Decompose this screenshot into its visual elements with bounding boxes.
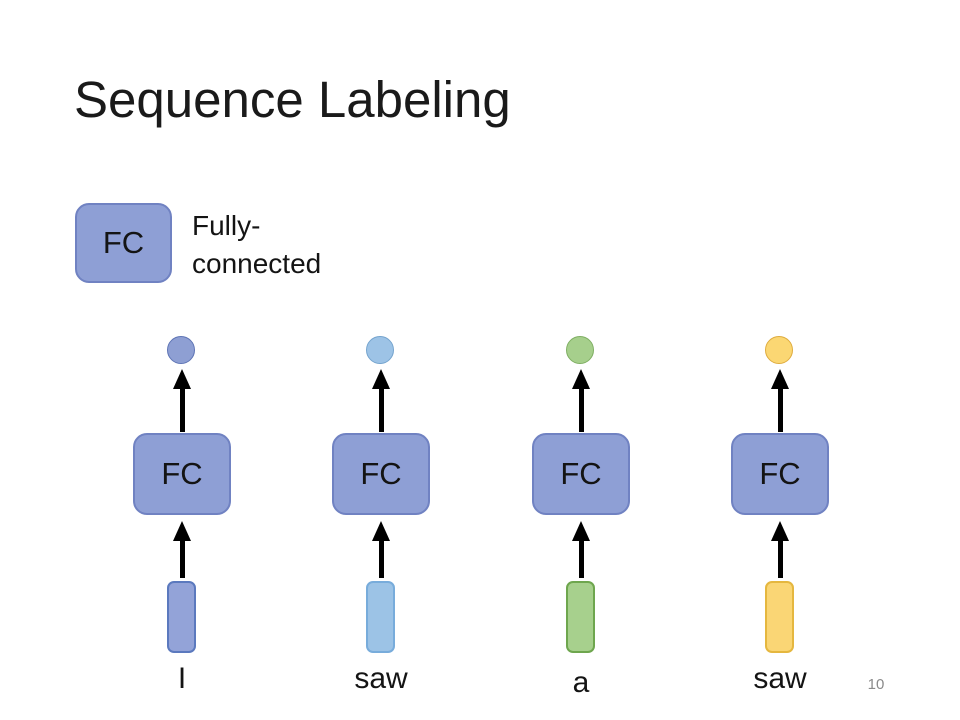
arrow-shaft [777,389,783,432]
arrow-head [771,521,789,541]
page-number: 10 [867,676,885,693]
word-label: I [177,662,187,695]
arrow-shaft [378,389,384,432]
fc-label: FC [161,456,203,491]
arrow-shaft [179,389,185,432]
column-word-4: FC saw [710,336,850,716]
fc-label: FC [360,456,402,491]
output-circle [566,336,594,364]
column-word-3: FC a [511,336,651,716]
legend-description: Fully- connected [192,207,321,283]
arrow-head [771,369,789,389]
up-arrow-icon [112,521,252,578]
input-vector [366,581,395,653]
fc-label: FC [560,456,602,491]
arrow-shaft [179,541,185,578]
fc-box: FC [731,433,829,515]
fc-box: FC [332,433,430,515]
input-vector [566,581,595,653]
column-word-1: FC I [112,336,252,716]
arrow-shaft [578,541,584,578]
word-label: saw [753,662,807,695]
arrow-head [372,521,390,541]
word-label: a [572,666,590,699]
up-arrow-icon [511,369,651,432]
fc-label: FC [759,456,801,491]
output-circle [167,336,195,364]
arrow-head [572,369,590,389]
legend-line-1: Fully- [192,210,261,241]
legend-fc-label: FC [102,225,145,260]
arrow-head [572,521,590,541]
arrow-head [372,369,390,389]
up-arrow-icon [311,369,451,432]
word-label: saw [354,662,408,695]
up-arrow-icon [710,521,850,578]
up-arrow-icon [311,521,451,578]
legend-fc-box: FC [75,203,172,283]
arrow-head [173,369,191,389]
input-vector [167,581,196,653]
input-vector [765,581,794,653]
arrow-shaft [378,541,384,578]
slide-title: Sequence Labeling [74,71,511,128]
fc-box: FC [532,433,630,515]
column-word-2: FC saw [311,336,451,716]
arrow-shaft [578,389,584,432]
output-circle [366,336,394,364]
arrow-head [173,521,191,541]
output-circle [765,336,793,364]
up-arrow-icon [710,369,850,432]
up-arrow-icon [511,521,651,578]
arrow-shaft [777,541,783,578]
fc-box: FC [133,433,231,515]
legend-line-2: connected [192,248,322,279]
up-arrow-icon [112,369,252,432]
